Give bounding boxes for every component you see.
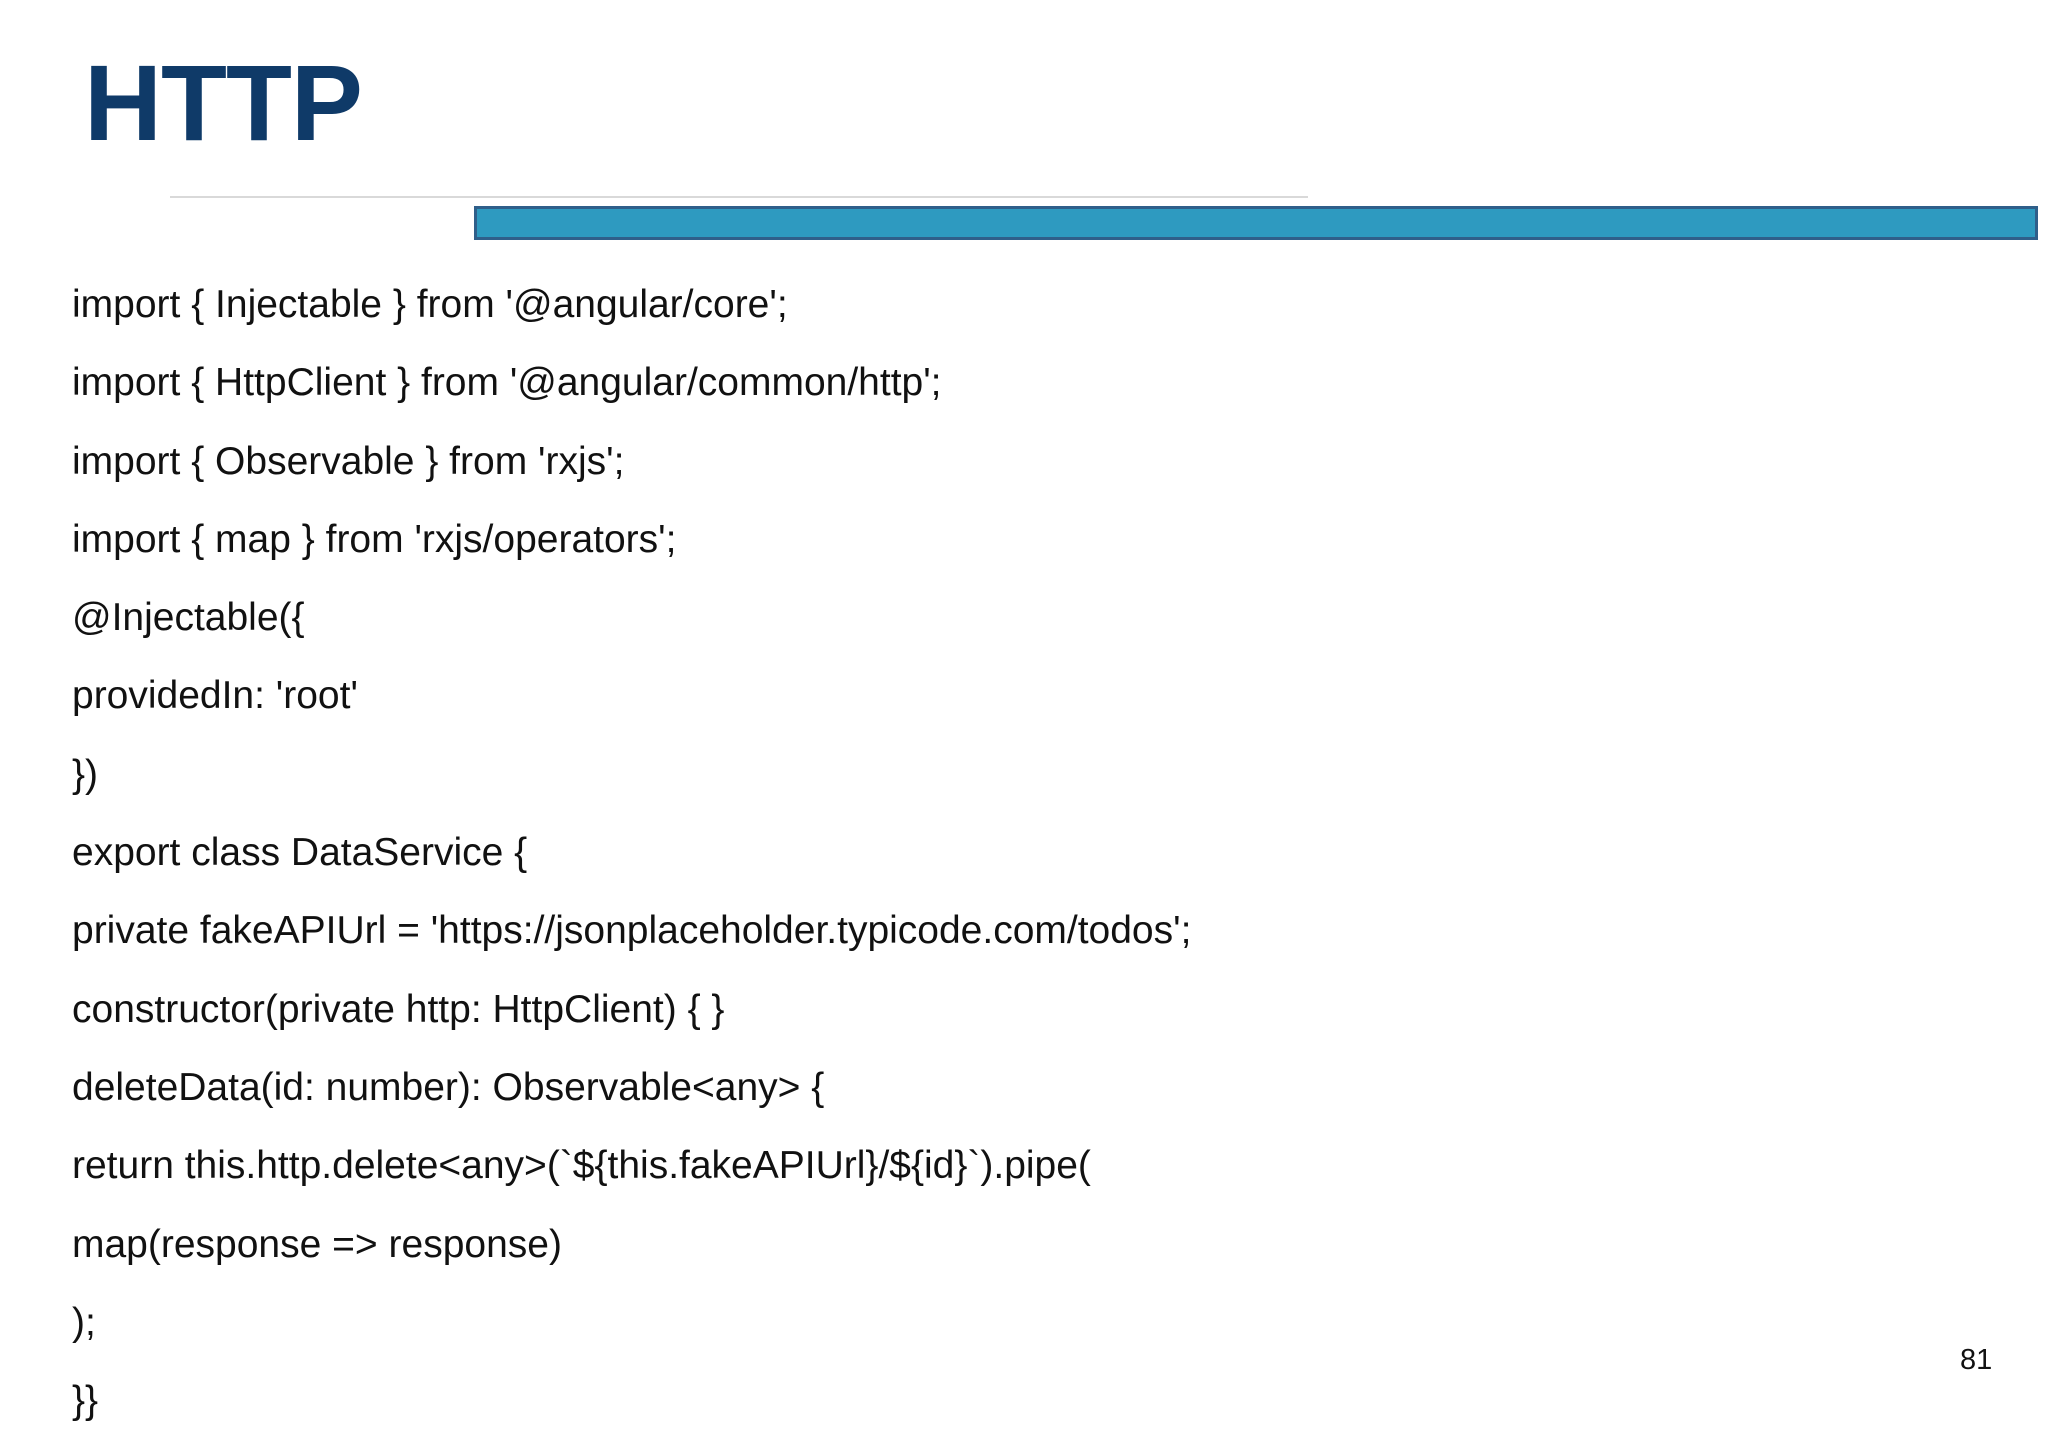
slide-title: HTTP <box>84 42 363 163</box>
code-line: deleteData(id: number): Observable<any> … <box>72 1065 825 1109</box>
code-line: export class DataService { <box>72 831 528 875</box>
code-line: }) <box>72 752 99 796</box>
accent-bar <box>474 206 2038 240</box>
code-line: import { HttpClient } from '@angular/com… <box>72 361 942 405</box>
code-line: }} <box>72 1379 99 1423</box>
code-line: map(response => response) <box>72 1222 562 1266</box>
page-number: 81 <box>1960 1344 1993 1376</box>
code-line: ); <box>72 1300 96 1344</box>
code-line: return this.http.delete<any>(`${this.fak… <box>72 1144 1091 1188</box>
code-line: import { Injectable } from '@angular/cor… <box>72 283 788 326</box>
code-line: import { Observable } from 'rxjs'; <box>72 439 625 483</box>
code-line: private fakeAPIUrl = 'https://jsonplaceh… <box>72 909 1192 953</box>
code-line: constructor(private http: HttpClient) { … <box>72 987 725 1031</box>
code-line: providedIn: 'root' <box>72 674 358 718</box>
code-line: import { map } from 'rxjs/operators'; <box>72 517 677 561</box>
title-divider-line <box>170 196 1308 198</box>
code-block: import { Injectable } from '@angular/cor… <box>72 266 1191 1440</box>
code-line: @Injectable({ <box>72 596 305 640</box>
